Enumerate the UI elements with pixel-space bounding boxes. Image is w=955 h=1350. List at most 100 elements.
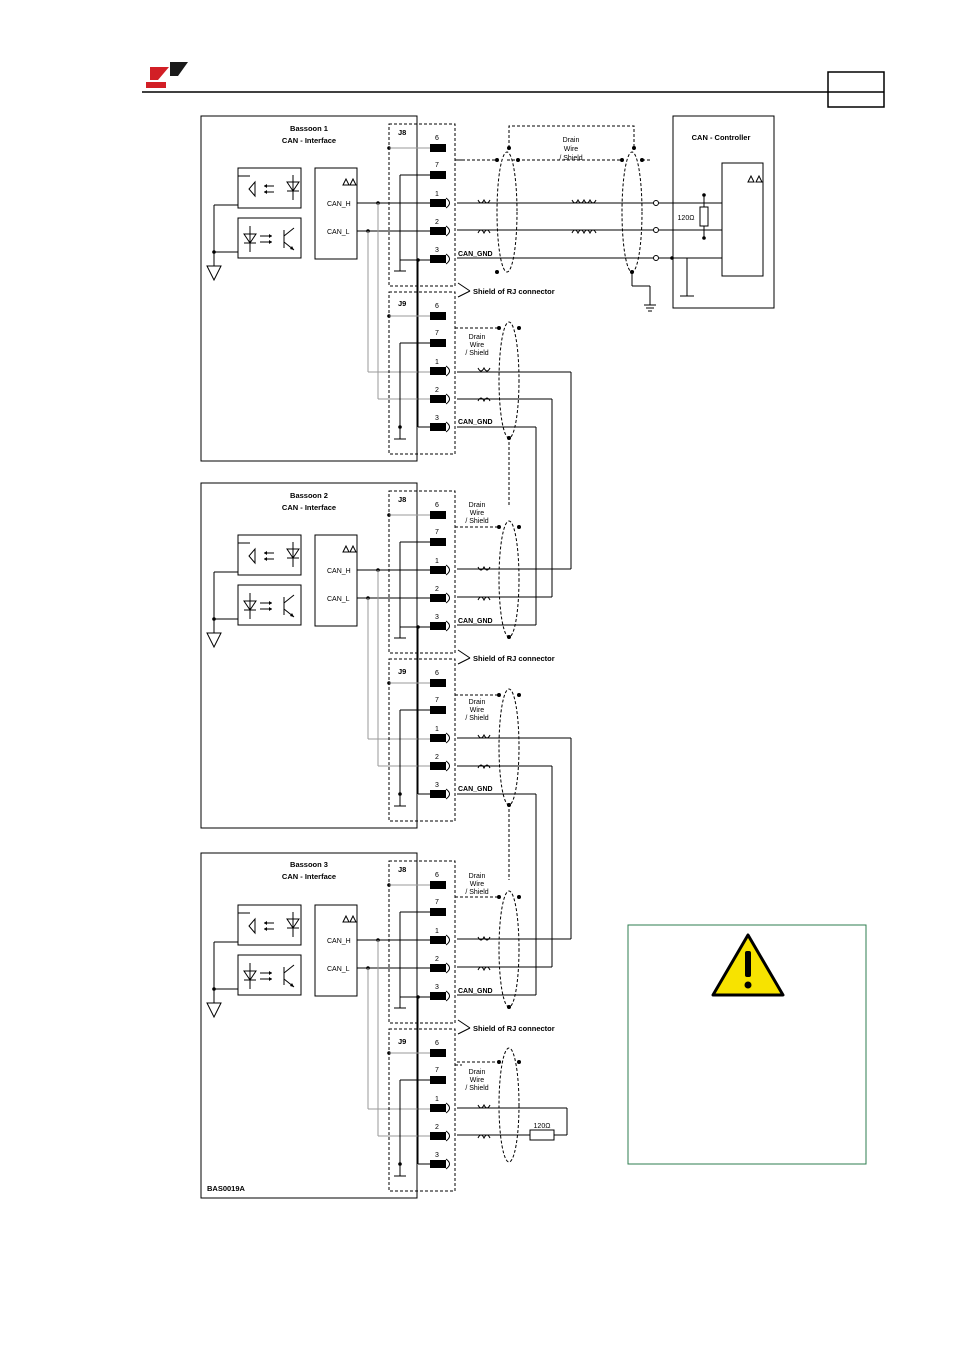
drive-bassoon-1: Bassoon 1 CAN - Interface CAN_H CAN_L J8… bbox=[200, 115, 555, 462]
shield-label: Shield of RJ connector bbox=[473, 1024, 555, 1033]
pin-3: 3 bbox=[435, 614, 439, 621]
can-gnd-label: CAN_GND bbox=[458, 251, 493, 258]
pin-6: 6 bbox=[435, 670, 439, 677]
pin-6: 6 bbox=[435, 872, 439, 879]
can-l-label: CAN_L bbox=[327, 596, 350, 603]
drain-label-1: Drain bbox=[469, 334, 486, 341]
figure-code: BAS0019A bbox=[207, 1184, 246, 1193]
pin-7: 7 bbox=[435, 899, 439, 906]
drain-label-1: Drain bbox=[469, 699, 486, 706]
can-gnd-label: CAN_GND bbox=[458, 786, 493, 793]
pin-1: 1 bbox=[435, 1096, 439, 1103]
j9-label: J9 bbox=[398, 299, 406, 308]
can-gnd-label: CAN_GND bbox=[458, 618, 493, 625]
pin-1: 1 bbox=[435, 359, 439, 366]
pin-6: 6 bbox=[435, 1040, 439, 1047]
pin-7: 7 bbox=[435, 1067, 439, 1074]
pin-3: 3 bbox=[435, 1152, 439, 1159]
opto-isolated-interface bbox=[206, 512, 441, 807]
cable-j9-2-to-j8-3 bbox=[457, 737, 572, 996]
pin-6: 6 bbox=[435, 502, 439, 509]
j8-label: J8 bbox=[398, 495, 406, 504]
pin-1: 1 bbox=[435, 928, 439, 935]
j8-label: J8 bbox=[398, 865, 406, 874]
pin-7: 7 bbox=[435, 697, 439, 704]
pin-3: 3 bbox=[435, 782, 439, 789]
drain-label-1: Drain bbox=[469, 502, 486, 509]
controller-cable: Drain Wire / Shield bbox=[457, 125, 687, 312]
drive-interface-label: CAN - Interface bbox=[282, 503, 336, 512]
controller-drain-label-2: Wire bbox=[564, 146, 578, 153]
can-gnd-label: CAN_GND bbox=[458, 419, 493, 426]
can-l-label: CAN_L bbox=[327, 966, 350, 973]
drive-name: Bassoon 1 bbox=[290, 124, 328, 133]
pin-3: 3 bbox=[435, 984, 439, 991]
pin-7: 7 bbox=[435, 529, 439, 536]
drain-label-2: Wire bbox=[470, 881, 484, 888]
drive-name: Bassoon 2 bbox=[290, 491, 328, 500]
pin-2: 2 bbox=[435, 586, 439, 593]
pin-7: 7 bbox=[435, 162, 439, 169]
drain-label-1: Drain bbox=[469, 1069, 486, 1076]
controller-drain-label-1: Drain bbox=[563, 137, 580, 144]
pin-2: 2 bbox=[435, 219, 439, 226]
brand-logo bbox=[146, 62, 188, 88]
drive-enclosure bbox=[200, 115, 418, 462]
shield-label: Shield of RJ connector bbox=[473, 287, 555, 296]
drain-label-1: Drain bbox=[469, 873, 486, 880]
can-h-label: CAN_H bbox=[327, 568, 351, 575]
drain-label-2: Wire bbox=[470, 342, 484, 349]
drain-label-3: / Shield bbox=[465, 518, 488, 525]
pin-3: 3 bbox=[435, 415, 439, 422]
page-number-box bbox=[827, 71, 885, 108]
drive-interface-label: CAN - Interface bbox=[282, 136, 336, 145]
j9-label: J9 bbox=[398, 667, 406, 676]
drive-bassoon-3: Bassoon 3 CAN - Interface CAN_H CAN_L J8… bbox=[200, 852, 568, 1199]
warning-triangle-icon bbox=[711, 933, 785, 997]
drive-interface-label: CAN - Interface bbox=[282, 872, 336, 881]
pin-3: 3 bbox=[435, 247, 439, 254]
can-h-label: CAN_H bbox=[327, 201, 351, 208]
terminator-label: 120Ω bbox=[534, 1123, 551, 1130]
controller-termination-resistor bbox=[699, 206, 709, 227]
pin-1: 1 bbox=[435, 558, 439, 565]
can-gnd-label: CAN_GND bbox=[458, 988, 493, 995]
can-controller: CAN - Controller 120Ω bbox=[672, 115, 775, 309]
drain-label-3: / Shield bbox=[465, 889, 488, 896]
drive-bassoon-2: Bassoon 2 CAN - Interface CAN_H CAN_L J8… bbox=[200, 482, 555, 829]
opto-isolated-interface bbox=[206, 882, 441, 1177]
drain-label-3: / Shield bbox=[465, 1085, 488, 1092]
controller-drain-label-3: / Shield bbox=[559, 155, 582, 162]
controller-transceiver bbox=[721, 162, 764, 277]
warning-box bbox=[627, 924, 867, 1165]
j9-label: J9 bbox=[398, 1037, 406, 1046]
pin-6: 6 bbox=[435, 303, 439, 310]
drain-label-2: Wire bbox=[470, 707, 484, 714]
opto-isolated-interface bbox=[206, 145, 441, 440]
pin-6: 6 bbox=[435, 135, 439, 142]
terminator-resistor bbox=[529, 1129, 555, 1141]
drive-enclosure bbox=[200, 482, 418, 829]
can-l-label: CAN_L bbox=[327, 229, 350, 236]
pin-2: 2 bbox=[435, 956, 439, 963]
pin-7: 7 bbox=[435, 330, 439, 337]
j8-label: J8 bbox=[398, 128, 406, 137]
drive-name: Bassoon 3 bbox=[290, 860, 328, 869]
pin-2: 2 bbox=[435, 1124, 439, 1131]
controller-title: CAN - Controller bbox=[692, 133, 751, 142]
pin-2: 2 bbox=[435, 387, 439, 394]
pin-2: 2 bbox=[435, 754, 439, 761]
cable-j9-1-to-j8-2 bbox=[457, 371, 572, 626]
drain-label-3: / Shield bbox=[465, 350, 488, 357]
drive-enclosure bbox=[200, 852, 418, 1199]
shield-pointers bbox=[457, 282, 471, 1035]
pin-1: 1 bbox=[435, 191, 439, 198]
shield-label: Shield of RJ connector bbox=[473, 654, 555, 663]
drain-label-2: Wire bbox=[470, 1077, 484, 1084]
bus-terminator bbox=[457, 1047, 568, 1163]
drain-label-2: Wire bbox=[470, 510, 484, 517]
controller-resistor-label: 120Ω bbox=[678, 215, 695, 222]
can-h-label: CAN_H bbox=[327, 938, 351, 945]
pin-1: 1 bbox=[435, 726, 439, 733]
